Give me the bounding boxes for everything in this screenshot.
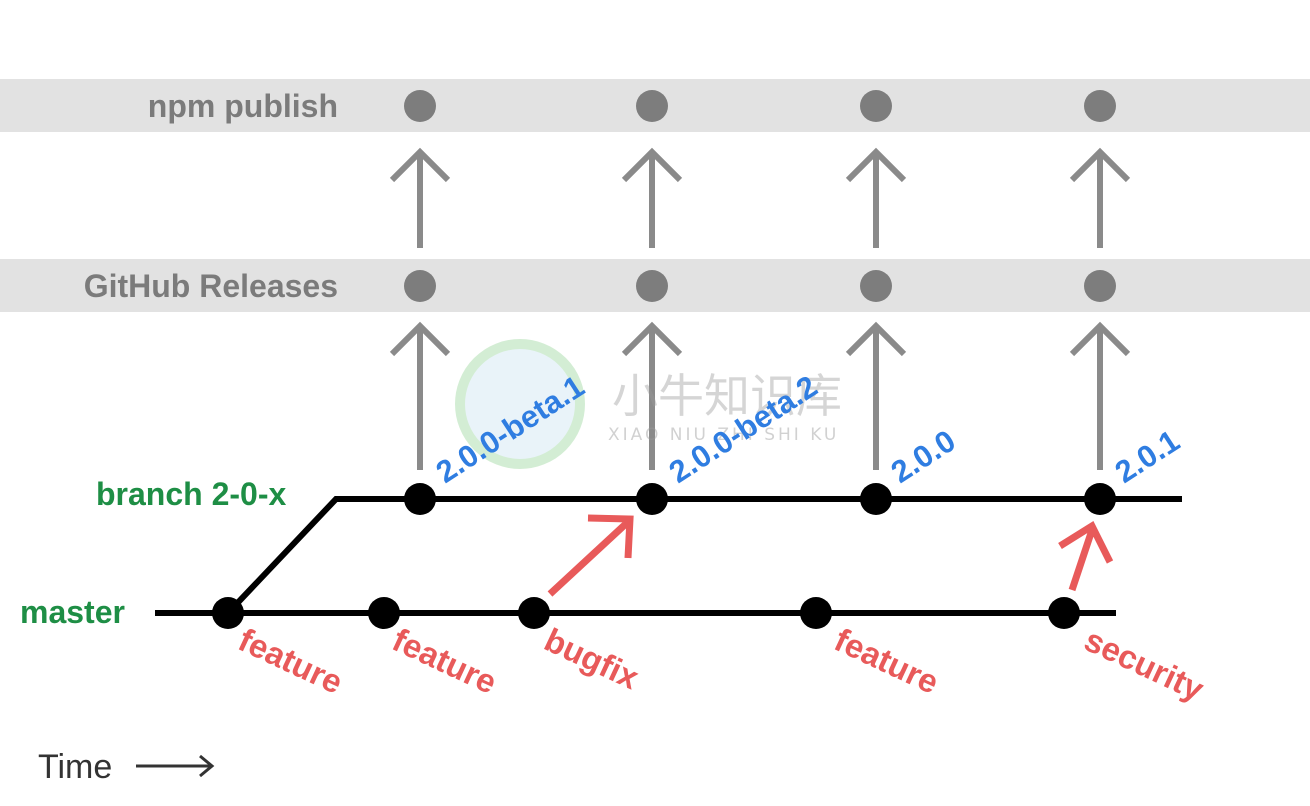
branch-commit-dot: [636, 483, 668, 515]
arrow-up-right-icon: [547, 514, 634, 597]
commit-label: security: [1079, 621, 1210, 708]
arrow-up-icon: [1069, 147, 1131, 248]
github-release-dot: [860, 270, 892, 302]
github-release-dot: [404, 270, 436, 302]
branch-2-0-x-label: branch 2-0-x: [96, 476, 286, 512]
commit-label: feature: [387, 621, 502, 701]
master-commit-dot: [368, 597, 400, 629]
branch-line: [225, 496, 1182, 616]
watermark-logo-icon: [455, 339, 585, 469]
arrow-up-icon: [389, 321, 451, 470]
arrow-up-icon: [621, 147, 683, 248]
branch-commit-dot: [1084, 483, 1116, 515]
version-label: 2.0.1: [1109, 423, 1186, 490]
github-releases-label: GitHub Releases: [84, 268, 338, 304]
github-release-dot: [1084, 270, 1116, 302]
arrow-up-icon: [389, 147, 451, 248]
arrow-up-right-icon: [1058, 520, 1114, 592]
npm-publish-dot: [1084, 90, 1116, 122]
npm-publish-dot: [860, 90, 892, 122]
branch-commit-dot: [860, 483, 892, 515]
master-commit-dot: [518, 597, 550, 629]
watermark-sub: XIAO NIU ZHI SHI KU: [608, 425, 839, 445]
npm-publish-dot: [636, 90, 668, 122]
github-release-dot: [636, 270, 668, 302]
version-label: 2.0.0: [885, 423, 962, 490]
arrow-up-icon: [845, 147, 907, 248]
master-label: master: [20, 594, 125, 630]
watermark-main: 小牛知识库: [612, 369, 842, 423]
npm-publish-label: npm publish: [148, 88, 338, 124]
commit-label: bugfix: [539, 621, 645, 697]
branch-commit-dot: [404, 483, 436, 515]
master-commit-dot: [212, 597, 244, 629]
arrow-right-icon: [136, 754, 215, 778]
arrow-up-icon: [1069, 321, 1131, 470]
time-label: Time: [38, 748, 112, 786]
watermark: 小牛知识库 XIAO NIU ZHI SHI KU: [455, 339, 842, 469]
arrow-up-icon: [845, 321, 907, 470]
commit-label: feature: [829, 621, 944, 701]
master-commit-dot: [800, 597, 832, 629]
arrow-up-icon: [621, 321, 683, 470]
npm-publish-dot: [404, 90, 436, 122]
commit-label: feature: [233, 621, 348, 701]
master-commit-dot: [1048, 597, 1080, 629]
